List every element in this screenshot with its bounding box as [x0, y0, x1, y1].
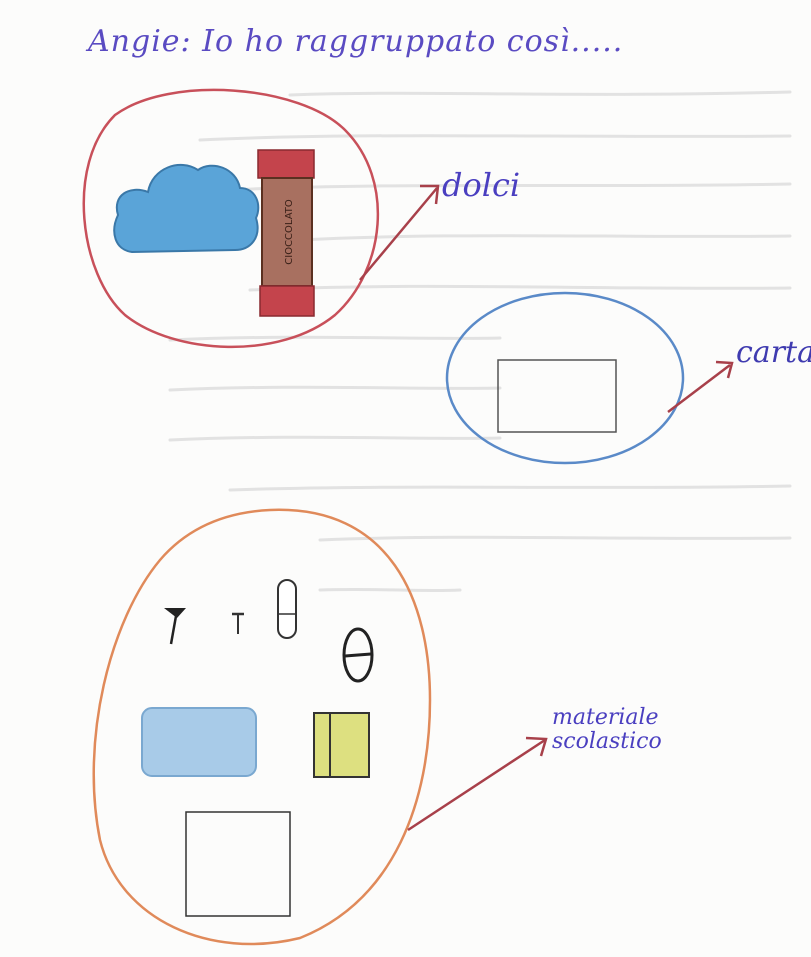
blue-eraser-icon: [142, 708, 256, 776]
school-label-line-1: materiale: [552, 706, 662, 730]
paper-label: carta: [736, 335, 811, 370]
chocolate-wrapper-text: CIOCCOLATO: [284, 199, 295, 265]
small-pin-icon: [232, 614, 244, 634]
page-title: Angie: Io ho raggruppato così.....: [88, 24, 623, 59]
sweets-arrow: [360, 188, 437, 280]
pin-icon: [164, 608, 186, 644]
sticky-note-icon: [314, 713, 369, 777]
chocolate-bar-icon: CIOCCOLATO: [258, 150, 314, 316]
school-material-label: materiale scolastico: [552, 706, 662, 754]
paper-circle: [447, 293, 683, 463]
school-arrow: [408, 740, 545, 830]
school-label-line-2: scolastico: [552, 730, 662, 754]
square-paper-icon: [186, 812, 290, 916]
paper-arrow: [668, 365, 730, 412]
cloud-sweet-icon: [114, 165, 258, 252]
sweets-label: dolci: [442, 166, 520, 204]
eraser-icon: [278, 580, 296, 638]
ring-icon: [344, 629, 372, 681]
paper-sheet-icon: [498, 360, 616, 432]
